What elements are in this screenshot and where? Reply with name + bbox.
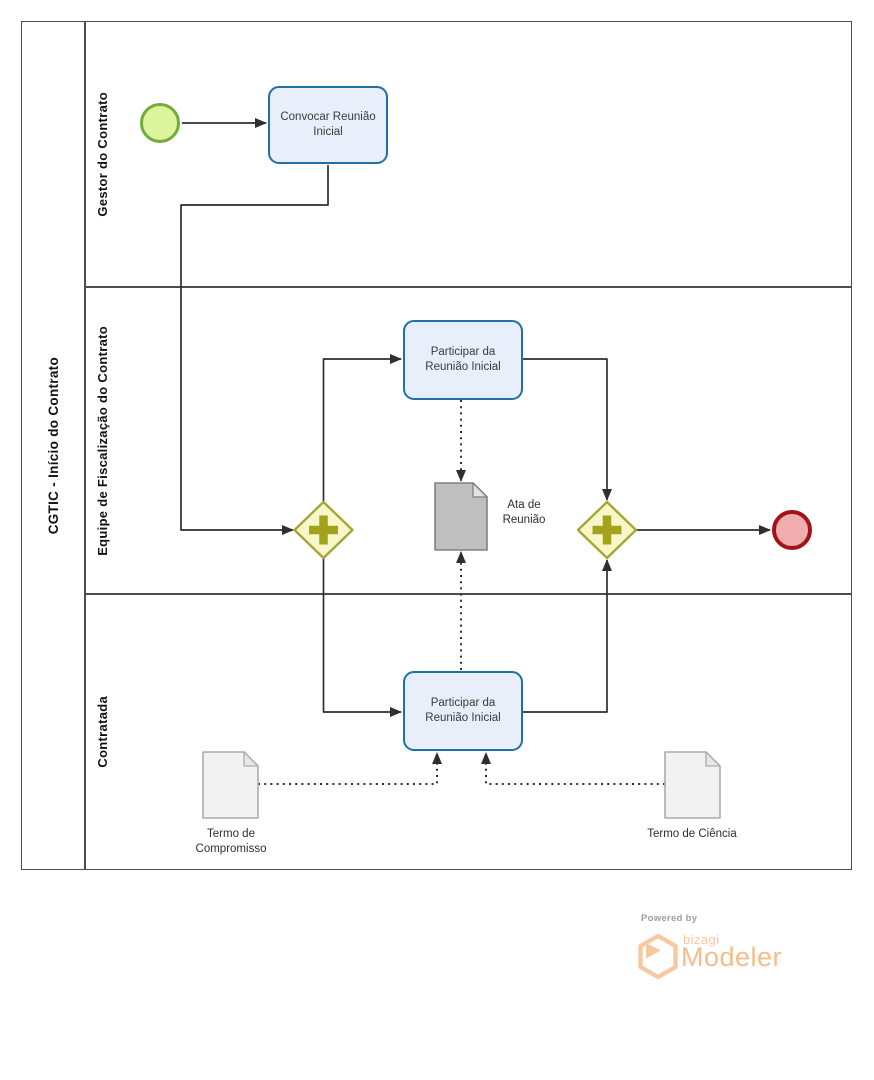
document-icon[interactable] — [202, 751, 259, 819]
association-termo-ciencia-to-task — [481, 752, 665, 785]
start-event[interactable] — [140, 103, 180, 143]
task-convocar-reuniao-inicial[interactable]: Convocar Reunião Inicial — [268, 86, 388, 164]
data-object-label-termo-ciencia: Termo de Ciência — [647, 828, 737, 840]
data-object-label-ata: Ata de Reunião — [502, 499, 546, 526]
end-event[interactable] — [772, 510, 812, 550]
plus-icon — [592, 515, 622, 545]
task-participar-reuniao-contratada[interactable]: Participar da Reunião Inicial — [403, 671, 523, 751]
association-termo-compromisso-to-task — [258, 752, 442, 785]
hexagon-fold-icon — [646, 943, 661, 959]
flow-split-to-participar-fiscalizacao — [322, 354, 402, 502]
document-fold-icon — [705, 751, 721, 767]
hexagon-icon — [638, 933, 678, 980]
plus-icon — [309, 515, 338, 545]
parallel-gateway-split[interactable] — [293, 500, 354, 560]
parallel-gateway-join[interactable] — [576, 500, 638, 560]
document-fold-icon — [472, 482, 488, 498]
task-participar-reuniao-fiscalizacao[interactable]: Participar da Reunião Inicial — [403, 320, 523, 400]
flow-participar-contratada-to-join — [523, 559, 612, 713]
bizagi-logo-icon — [638, 933, 678, 980]
flow-participar-fiscalizacao-to-join — [523, 358, 612, 501]
pool-header: CGTIC - Início do Contrato — [21, 21, 85, 870]
data-object-label-termo-compromisso: Termo de Compromisso — [195, 828, 267, 855]
powered-by-text: Powered by — [641, 913, 698, 924]
task-label: Convocar Reunião Inicial — [280, 111, 376, 138]
task-label: Participar da Reunião Inicial — [425, 346, 501, 373]
data-object-termo-de-compromisso[interactable] — [202, 751, 259, 819]
task-label: Participar da Reunião Inicial — [425, 697, 501, 724]
document-fold-icon — [243, 751, 259, 767]
bizagi-brand-text: bizagi — [683, 932, 720, 947]
data-object-ata-de-reuniao[interactable] — [434, 482, 488, 551]
flow-split-to-participar-contratada — [322, 558, 402, 717]
modeler-product-text: Modeler — [681, 942, 783, 972]
document-icon[interactable] — [434, 482, 488, 551]
lane-gestor-do-contrato: Gestor do Contrato — [85, 21, 852, 287]
document-icon[interactable] — [664, 751, 721, 819]
flow-convocar-to-split-gateway — [180, 165, 329, 535]
data-object-termo-de-ciencia[interactable] — [664, 751, 721, 819]
